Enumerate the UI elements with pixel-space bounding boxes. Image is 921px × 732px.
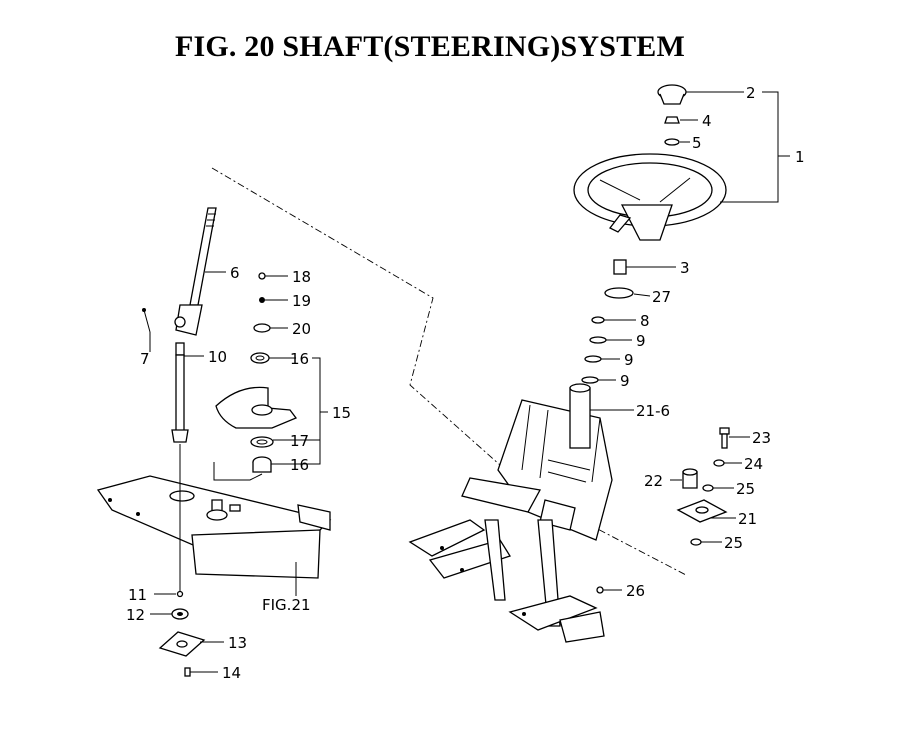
callout-15: 15 (332, 404, 351, 422)
sector-bearing-lower (252, 456, 272, 473)
column-washer (604, 287, 634, 299)
horn-cap (657, 84, 687, 105)
callout-6: 6 (230, 264, 240, 282)
column-spacer-1 (589, 336, 607, 344)
callout-16-a: 16 (290, 350, 309, 368)
callout-4: 4 (702, 112, 712, 130)
bracket-plate (676, 499, 728, 523)
callout-21-6: 21-6 (636, 402, 670, 420)
lower-steering-shaft (171, 342, 189, 443)
callout-12: 12 (126, 606, 145, 624)
callout-2: 2 (746, 84, 756, 102)
callout-19: 19 (292, 292, 311, 310)
callout-23: 23 (752, 429, 771, 447)
callout-7: 7 (140, 350, 150, 368)
steering-wheel (573, 153, 727, 241)
callout-9-c: 9 (620, 372, 630, 390)
column-frame (408, 383, 613, 643)
bracket-spacer-lower (690, 538, 702, 546)
column-spacer-2 (584, 355, 602, 363)
callout-21: 21 (738, 510, 757, 528)
upper-steering-shaft (174, 207, 217, 336)
callout-5: 5 (692, 134, 702, 152)
sector-washer-small (259, 297, 265, 303)
sector-gear (215, 386, 298, 429)
frame-nut (596, 586, 604, 594)
callout-25-b: 25 (724, 534, 743, 552)
callout-8: 8 (640, 312, 650, 330)
callout-14: 14 (222, 664, 241, 682)
column-collar (613, 259, 627, 275)
bracket-spacer-upper (702, 484, 714, 492)
figure-title: FIG. 20 SHAFT(STEERING)SYSTEM (174, 30, 686, 63)
callout-22: 22 (644, 472, 663, 490)
callout-24: 24 (744, 455, 763, 473)
callout-labels: 2 1 4 5 3 27 8 9 9 9 21-6 23 24 25 22 21… (126, 84, 805, 682)
bracket-bolt (719, 427, 730, 449)
callout-17: 17 (290, 432, 309, 450)
leader-lines (149, 91, 790, 673)
wheel-washer (664, 138, 680, 146)
column-ring (591, 316, 605, 324)
callout-25-a: 25 (736, 480, 755, 498)
callout-18: 18 (292, 268, 311, 286)
sector-nut (258, 272, 266, 280)
callout-1: 1 (795, 148, 805, 166)
sector-washer (253, 323, 271, 333)
floor-plate (96, 475, 332, 579)
callout-3: 3 (680, 259, 690, 277)
callout-27: 27 (652, 288, 671, 306)
column-spacer-3 (581, 376, 599, 384)
callout-20: 20 (292, 320, 311, 338)
callout-9-b: 9 (624, 351, 634, 369)
assembly-dash-line (211, 167, 687, 576)
sector-link-line (213, 462, 263, 481)
bracket-bushing (682, 468, 698, 489)
bottom-plate (158, 631, 206, 657)
bottom-bushing (171, 608, 189, 620)
callout-10: 10 (208, 348, 227, 366)
callout-26: 26 (626, 582, 645, 600)
callout-16-b: 16 (290, 456, 309, 474)
callout-13: 13 (228, 634, 247, 652)
sector-seal (250, 436, 274, 448)
callout-9-a: 9 (636, 332, 646, 350)
sector-bearing-upper (250, 352, 270, 364)
callout-11: 11 (128, 586, 147, 604)
shaft-pin (142, 308, 151, 333)
bottom-nut (176, 590, 184, 598)
fig21-label: FIG.21 (262, 596, 311, 614)
bracket-washer (713, 459, 725, 467)
wheel-nut (664, 116, 680, 124)
bottom-bolt (184, 667, 191, 677)
